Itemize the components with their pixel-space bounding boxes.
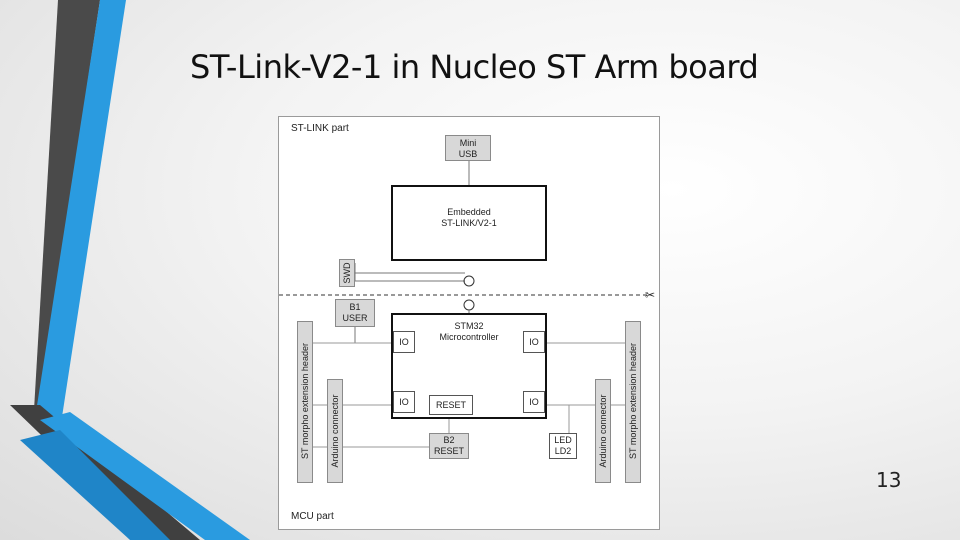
led-ld2-box: LED LD2 — [549, 433, 577, 459]
diagram-wiring: ✂ — [279, 159, 655, 448]
b1-user-box: B1 USER — [335, 299, 375, 327]
st-link-part-label: ST-LINK part — [291, 123, 349, 134]
io-box-top-left: IO — [393, 331, 415, 353]
stm32-microcontroller-box: STM32 Microcontroller IO IO IO IO RESET — [391, 313, 547, 419]
stm32-line1: STM32 — [454, 321, 484, 331]
arduino-connector-right: Arduino connector — [595, 379, 611, 483]
mini-usb-line1: Mini — [459, 138, 477, 148]
swd-box: SWD — [339, 259, 355, 287]
io-box-bottom-right: IO — [523, 391, 545, 413]
led-line1: LED — [554, 435, 572, 445]
slide-number: 13 — [876, 468, 902, 492]
b2-reset-box: B2 RESET — [429, 433, 469, 459]
morpho-header-right: ST morpho extension header — [625, 321, 641, 483]
embedded-line2: ST-LINK/V2-1 — [441, 218, 497, 228]
morpho-header-right-label: ST morpho extension header — [628, 343, 638, 459]
slide-title: ST-Link-V2-1 in Nucleo ST Arm board — [190, 48, 759, 86]
mcu-part-label: MCU part — [291, 511, 334, 522]
io-box-top-right: IO — [523, 331, 545, 353]
svg-text:✂: ✂ — [645, 288, 655, 302]
b1-line2: USER — [342, 313, 368, 323]
morpho-header-left: ST morpho extension header — [297, 321, 313, 483]
mini-usb-box: Mini USB — [445, 135, 491, 161]
stm32-line2: Microcontroller — [439, 332, 499, 342]
io-box-bottom-left: IO — [393, 391, 415, 413]
morpho-header-left-label: ST morpho extension header — [300, 343, 310, 459]
block-diagram: ✂ ST-LINK part Mini USB Embedded ST-LINK… — [278, 116, 660, 530]
arduino-connector-left: Arduino connector — [327, 379, 343, 483]
arduino-connector-left-label: Arduino connector — [330, 394, 340, 468]
b2-line1: B2 — [443, 435, 455, 445]
io-label: IO — [399, 337, 409, 347]
reset-label: RESET — [435, 400, 466, 410]
embedded-st-link-box: Embedded ST-LINK/V2-1 — [391, 185, 547, 261]
mini-usb-line2: USB — [458, 149, 478, 159]
io-label: IO — [529, 397, 539, 407]
arduino-connector-right-label: Arduino connector — [598, 394, 608, 468]
io-label: IO — [399, 397, 409, 407]
io-label: IO — [529, 337, 539, 347]
swd-label: SWD — [342, 262, 352, 284]
led-line2: LD2 — [554, 446, 572, 456]
embedded-line1: Embedded — [447, 207, 491, 217]
b2-line2: RESET — [433, 446, 464, 456]
b1-line1: B1 — [349, 302, 361, 312]
reset-box: RESET — [429, 395, 473, 415]
